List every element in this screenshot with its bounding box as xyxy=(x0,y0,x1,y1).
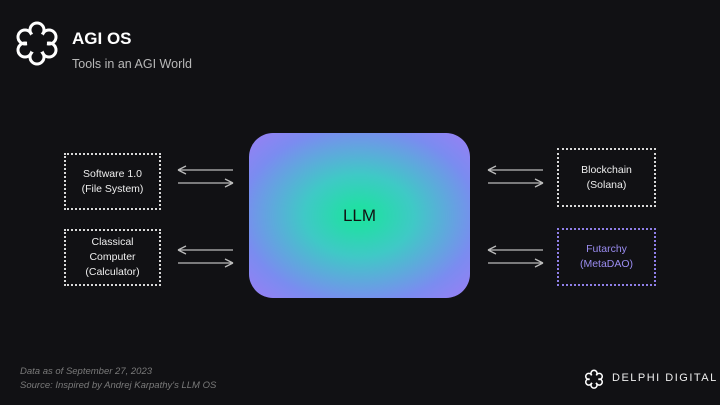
futarchy-box: Futarchy (MetaDAO) xyxy=(557,228,656,286)
bidirectional-arrow-icon xyxy=(487,165,544,188)
box-label: (File System) xyxy=(81,182,144,195)
delphi-logo-icon xyxy=(584,369,604,389)
bidirectional-arrow-icon xyxy=(177,245,234,268)
page-subtitle: Tools in an AGI World xyxy=(72,57,192,71)
date-note: Data as of September 27, 2023 xyxy=(20,366,153,377)
bidirectional-arrow-icon xyxy=(487,245,544,268)
software-box: Software 1.0 (File System) xyxy=(64,153,161,210)
box-label: Classical xyxy=(91,236,134,248)
calculator-box: Classical Computer (Calculator) xyxy=(64,229,161,286)
page-title: AGI OS xyxy=(72,29,132,48)
source-note: Source: Inspired by Andrej Karpathy's LL… xyxy=(20,380,217,391)
llm-label: LLM xyxy=(342,205,377,225)
box-label: Software 1.0 xyxy=(83,167,142,180)
box-label: (MetaDAO) xyxy=(579,258,634,270)
blockchain-box: Blockchain (Solana) xyxy=(557,148,656,207)
box-label: Blockchain xyxy=(581,163,632,176)
brand-name: DELPHI DIGITAL xyxy=(612,372,718,384)
box-label: (Solana) xyxy=(586,178,627,191)
llm-box: LLM xyxy=(249,133,470,298)
box-label: Futarchy xyxy=(586,243,627,255)
box-label: (Calculator) xyxy=(85,266,140,278)
delphi-knot-icon xyxy=(16,21,58,66)
bidirectional-arrow-icon xyxy=(177,165,234,188)
box-label: Computer xyxy=(89,251,136,263)
